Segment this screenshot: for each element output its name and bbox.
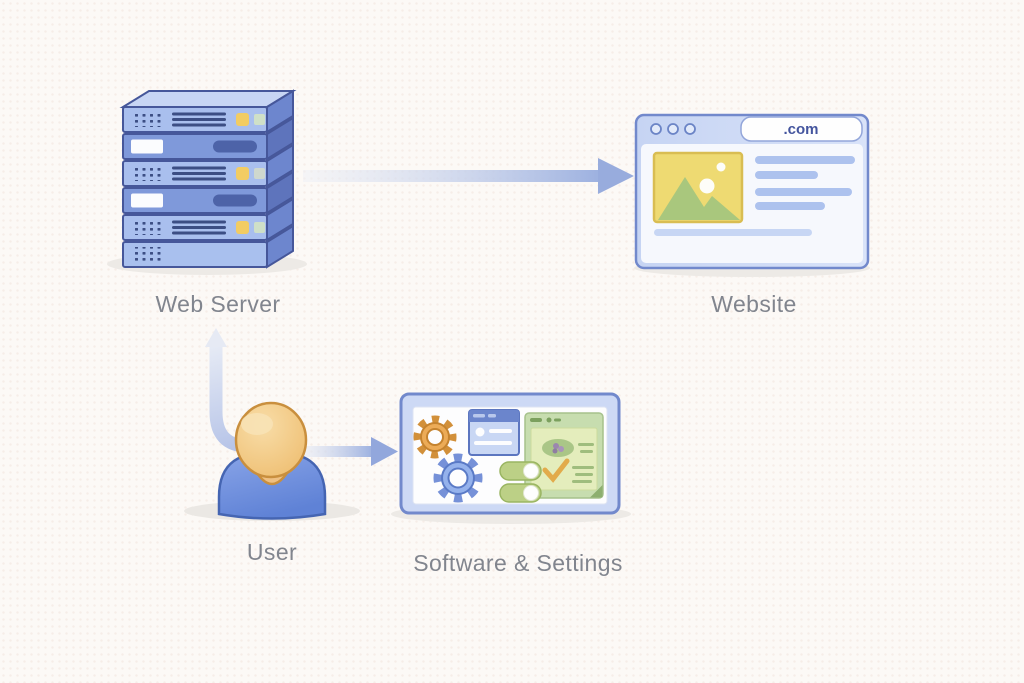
browser-dot	[684, 123, 696, 135]
arrowhead-up	[205, 328, 227, 347]
browser-dot	[650, 123, 662, 135]
url-pill: .com	[740, 116, 863, 142]
image-placeholder-icon	[652, 151, 744, 224]
arrowhead-right	[598, 158, 634, 194]
toggle-switch-on	[499, 483, 542, 503]
user-label: User	[246, 539, 298, 565]
person-head	[234, 401, 308, 479]
arrowhead-right	[371, 437, 398, 466]
server-front-details	[131, 112, 265, 262]
web-server-label: Web Server	[155, 291, 281, 317]
gear-blue-icon	[433, 453, 483, 503]
person-icon	[217, 401, 327, 520]
status-panel-icon	[524, 412, 604, 499]
arrow-user-to-software	[298, 437, 398, 466]
server-stack-icon	[119, 89, 297, 269]
checkmark-icon	[542, 458, 570, 483]
gear-orange-icon	[413, 415, 457, 459]
corner-fold	[590, 485, 603, 498]
status-lines	[572, 443, 594, 483]
browser-window-icon: .com	[634, 113, 870, 270]
url-text: .com	[783, 121, 818, 138]
browser-dot	[667, 123, 679, 135]
text-line-placeholders	[654, 156, 855, 236]
mini-window-icon	[468, 409, 520, 456]
settings-window-icon	[399, 392, 621, 515]
arrow-web-server-to-website	[303, 158, 634, 194]
toggle-switch-on	[499, 461, 542, 481]
website-label: Website	[711, 291, 797, 317]
software-settings-label: Software & Settings	[413, 550, 623, 576]
